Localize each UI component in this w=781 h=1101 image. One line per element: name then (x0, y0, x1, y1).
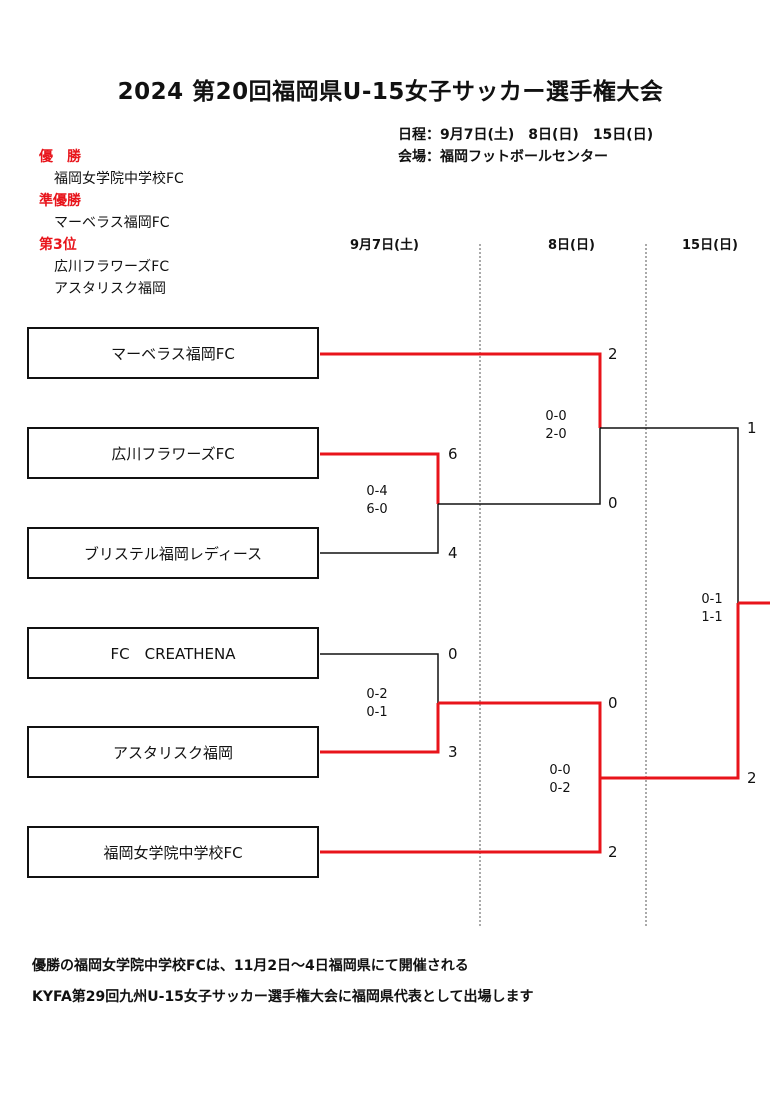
score-sfb-top: 0 (608, 694, 618, 712)
half-score-1: 0-0 (549, 763, 571, 778)
line-jogakuin-sf (320, 778, 602, 854)
line-hirokawa-sf (438, 428, 601, 505)
footer-line-1: 優勝の福岡女学院中学校FCは、11月2日～4日福岡県にて開催される (32, 958, 469, 974)
team-name: マーベラス福岡FC (111, 344, 235, 363)
page-title: 2024 第20回福岡県U-15女子サッカー選手権大会 (117, 79, 664, 105)
line-jogakuin-final (600, 603, 740, 780)
half-score-2: 1-1 (701, 610, 723, 625)
halves-r1b: 0-2 0-1 (355, 686, 399, 722)
half-score-2: 6-0 (366, 502, 388, 517)
line-marvelous-final (600, 427, 739, 603)
team-name: ブリステル福岡レディース (83, 544, 263, 563)
half-score-1: 0-0 (545, 409, 567, 424)
line-creathena-r1 (320, 653, 439, 703)
third-place-label: 第3位 (39, 237, 77, 253)
team-box-jogakuin: 福岡女学院中学校FC (27, 826, 319, 878)
team-name: アスタリスク福岡 (112, 743, 233, 762)
runner-up-label: 準優勝 (39, 193, 81, 209)
winner-label: 優 勝 (39, 149, 81, 165)
venue-text: 会場：福岡フットボールセンター (398, 149, 608, 165)
half-score-1: 0-2 (366, 687, 388, 702)
line-marvelous-sf (320, 352, 602, 428)
runner-up-team: マーベラス福岡FC (54, 215, 170, 231)
score-r1b-top: 0 (448, 645, 458, 663)
halves-final: 0-1 1-1 (690, 591, 734, 627)
score-r1a-top: 6 (448, 445, 458, 463)
halves-sfa: 0-0 2-0 (534, 408, 578, 444)
footer-line-2: KYFA第29回九州U-15女子サッカー選手権大会に福岡県代表として出場します (32, 989, 534, 1005)
line-asterisk-sf (438, 701, 602, 778)
half-score-1: 0-1 (701, 592, 723, 607)
score-sfb-bottom: 2 (608, 843, 618, 861)
day-header-1: 9月7日(土) (350, 238, 419, 253)
team-box-hirokawa: 広川フラワーズFC (27, 427, 319, 479)
third-place-team-1: 広川フラワーズFC (54, 259, 170, 275)
team-name: 福岡女学院中学校FC (103, 843, 243, 862)
halves-sfb: 0-0 0-2 (538, 762, 582, 798)
score-sfa-top: 2 (608, 345, 618, 363)
score-final-bottom: 2 (747, 769, 757, 787)
half-score-2: 0-1 (366, 705, 388, 720)
halves-r1a: 0-4 6-0 (355, 483, 399, 519)
line-hirokawa-r1 (320, 452, 440, 504)
schedule-text: 日程：9月7日(土) 8日(日) 15日(日) (398, 127, 654, 143)
score-r1a-bottom: 4 (448, 544, 458, 562)
half-score-2: 0-2 (549, 781, 571, 796)
team-box-marvelous: マーベラス福岡FC (27, 327, 319, 379)
team-box-asterisk: アスタリスク福岡 (27, 726, 319, 778)
team-box-creathena: FC CREATHENA (27, 627, 319, 679)
team-box-bristel: ブリステル福岡レディース (27, 527, 319, 579)
line-asterisk-r1 (320, 703, 440, 754)
score-r1b-bottom: 3 (448, 743, 458, 761)
team-name: 広川フラワーズFC (111, 444, 235, 463)
score-final-top: 1 (747, 419, 757, 437)
line-bristel-r1 (320, 504, 439, 554)
team-name: FC CREATHENA (110, 644, 236, 663)
half-score-2: 2-0 (545, 427, 567, 442)
day-header-3: 15日(日) (682, 238, 738, 253)
third-place-team-2: アスタリスク福岡 (54, 281, 166, 297)
score-sfa-bottom: 0 (608, 494, 618, 512)
winner-team: 福岡女学院中学校FC (54, 171, 184, 187)
day-header-2: 8日(日) (548, 238, 595, 253)
half-score-1: 0-4 (366, 484, 388, 499)
